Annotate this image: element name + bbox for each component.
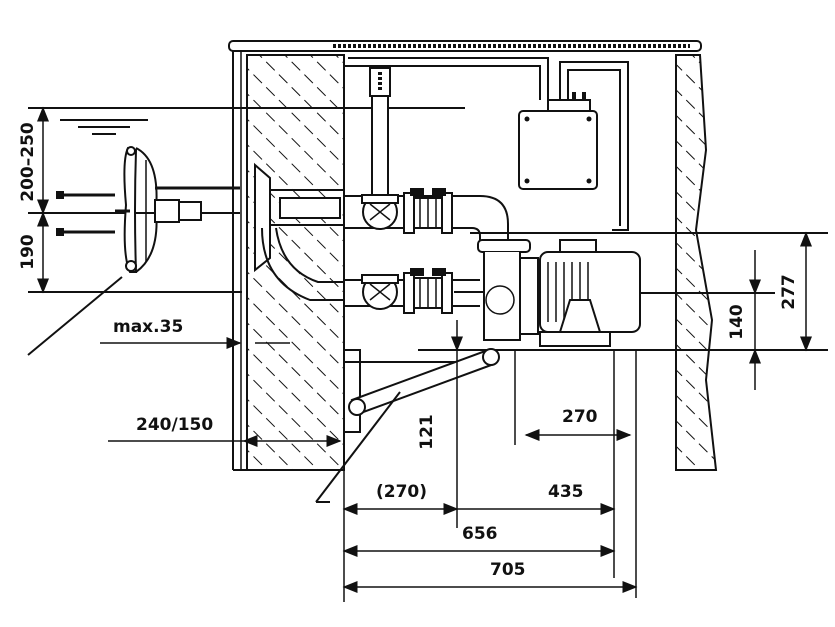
dimension-motor-axis: 140 [727,304,747,340]
left-dimension: 200–250 190 [18,106,49,294]
dimension-inlet-height: 190 [18,234,38,270]
inlet-fitting [115,146,240,273]
right-dimensions: 140 277 [727,231,812,390]
top-slab [228,40,702,52]
dimension-max35-group: max.35 [100,317,290,349]
dimension-overall-span: 705 [490,560,526,580]
motor [539,239,641,347]
dimension-240-150-group: 240/150 [108,415,342,447]
dimension-121-group: 121 [417,320,463,528]
dimension-center-height: 121 [417,414,437,450]
dimension-wall-max: max.35 [113,317,183,337]
lower-valve [361,268,453,314]
leader-line-inlet [27,276,123,356]
dimension-pump-offset: 270 [562,407,598,427]
pump [454,239,539,341]
dimension-270-group: 270 [524,407,632,441]
dimension-wall-width: 240/150 [136,415,213,435]
right-wall [675,54,718,471]
water-level-icon [60,119,148,135]
base-frame [343,348,637,598]
left-wall [232,48,345,471]
dimension-right-span: 435 [548,482,584,502]
screw-arrows [56,191,115,236]
control-box [344,57,629,231]
bottom-dimensions: (270) 435 656 705 [342,440,638,602]
dimension-total-height: 277 [779,274,799,310]
dimension-mid-span: 656 [462,524,498,544]
wall-flange [254,162,344,273]
leader-line-support [315,391,401,503]
dimension-water-depth: 200–250 [18,122,38,202]
upper-valve [361,188,453,234]
dimension-left-span: (270) [376,482,427,502]
